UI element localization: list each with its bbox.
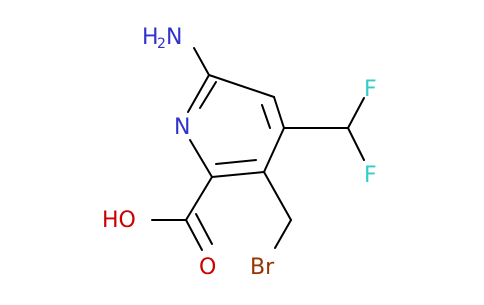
bond-c-o bbox=[185, 219, 203, 251]
bond-n1-c6-double bbox=[199, 81, 217, 109]
bond-c5-c4 bbox=[273, 96, 285, 129]
atom-labels: H 2 N N F F HO O Br bbox=[102, 25, 377, 280]
ring-nitrogen-label: N bbox=[174, 115, 190, 140]
bond-c2-carboxyl bbox=[185, 176, 213, 221]
hydroxyl-label: HO bbox=[102, 208, 136, 233]
ring-bonds bbox=[187, 74, 285, 178]
bond-ch2-br bbox=[274, 219, 292, 249]
bond-c3-ch2 bbox=[263, 171, 292, 221]
bond-c-o-double bbox=[195, 213, 213, 245]
bromine-label: Br bbox=[250, 255, 275, 280]
bond-c6-c5 bbox=[208, 74, 275, 98]
fluorine-top-label: F bbox=[364, 77, 377, 102]
bond-c2-n1 bbox=[189, 139, 213, 178]
bond-c5-c4-double bbox=[261, 104, 271, 129]
bond-c3-c2 bbox=[211, 171, 265, 178]
amino-h-label: H bbox=[142, 25, 159, 50]
fluorine-bottom-label: F bbox=[364, 163, 377, 188]
bond-c3-c2-double bbox=[215, 159, 257, 165]
amino-n-label: N bbox=[166, 25, 182, 50]
carbonyl-oxygen-label: O bbox=[199, 255, 216, 280]
bond-c-f-top bbox=[347, 97, 365, 129]
bond-c6-amine bbox=[193, 47, 210, 76]
bond-c-f-bottom bbox=[347, 127, 365, 161]
amino-subscript: 2 bbox=[157, 36, 166, 52]
bond-n1-c6 bbox=[187, 74, 210, 113]
substituent-bonds bbox=[151, 47, 365, 251]
bond-c4-c3 bbox=[263, 127, 285, 173]
